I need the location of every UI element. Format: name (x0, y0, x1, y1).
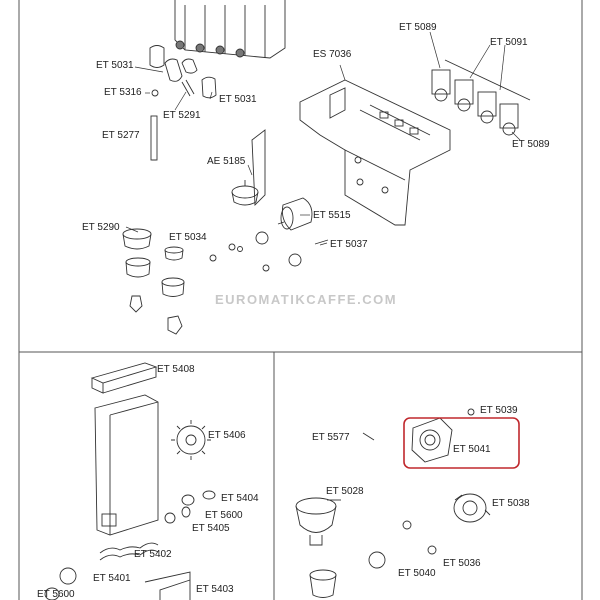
label-et5038: ET 5038 (492, 498, 530, 509)
motor-part (277, 197, 313, 231)
label-et5034: ET 5034 (169, 232, 207, 243)
label-et5041: ET 5041 (453, 444, 491, 455)
label-et5040: ET 5040 (398, 568, 436, 579)
label-es7036: ES 7036 (313, 49, 352, 60)
gear-wheel (171, 420, 211, 460)
label-et5291: ET 5291 (163, 110, 201, 121)
label-et5028: ET 5028 (326, 486, 364, 497)
label-et5031-a: ET 5031 (96, 60, 134, 71)
auger-and-bushings (44, 490, 216, 600)
brewing-parts (295, 408, 491, 598)
label-et5036: ET 5036 (443, 558, 481, 569)
label-et5406: ET 5406 (208, 430, 246, 441)
label-et5404: ET 5404 (221, 493, 259, 504)
label-et5037: ET 5037 (330, 239, 368, 250)
label-et5091: ET 5091 (490, 37, 528, 48)
label-et5408: ET 5408 (157, 364, 195, 375)
label-et5405: ET 5405 (192, 523, 230, 534)
label-et5316: ET 5316 (104, 87, 142, 98)
thermoblock-assembly (231, 129, 266, 207)
label-et5515: ET 5515 (313, 210, 351, 221)
label-et5600-b: ET 5600 (37, 589, 75, 600)
watermark: EUROMATIKCAFFE.COM (215, 292, 398, 307)
label-et5089-b: ET 5089 (512, 139, 550, 150)
label-et5031-b: ET 5031 (219, 94, 257, 105)
label-et5401: ET 5401 (93, 573, 131, 584)
bean-hopper (90, 362, 159, 536)
leader-lines-top (125, 31, 521, 246)
label-et5402: ET 5402 (134, 549, 172, 560)
nozzle-parts (149, 45, 217, 161)
label-ae5185: AE 5185 (207, 156, 246, 167)
boiler-block (174, 0, 286, 59)
label-et5600-a: ET 5600 (205, 510, 243, 521)
frame-chassis (299, 79, 451, 226)
label-et5089-a: ET 5089 (399, 22, 437, 33)
panel-frame (18, 0, 583, 600)
small-fittings-top (122, 228, 329, 335)
label-et5403: ET 5403 (196, 584, 234, 595)
label-et5577: ET 5577 (312, 432, 350, 443)
solenoid-valves (431, 59, 531, 136)
label-et5039: ET 5039 (480, 405, 518, 416)
label-et5290: ET 5290 (82, 222, 120, 233)
label-et5277: ET 5277 (102, 130, 140, 141)
